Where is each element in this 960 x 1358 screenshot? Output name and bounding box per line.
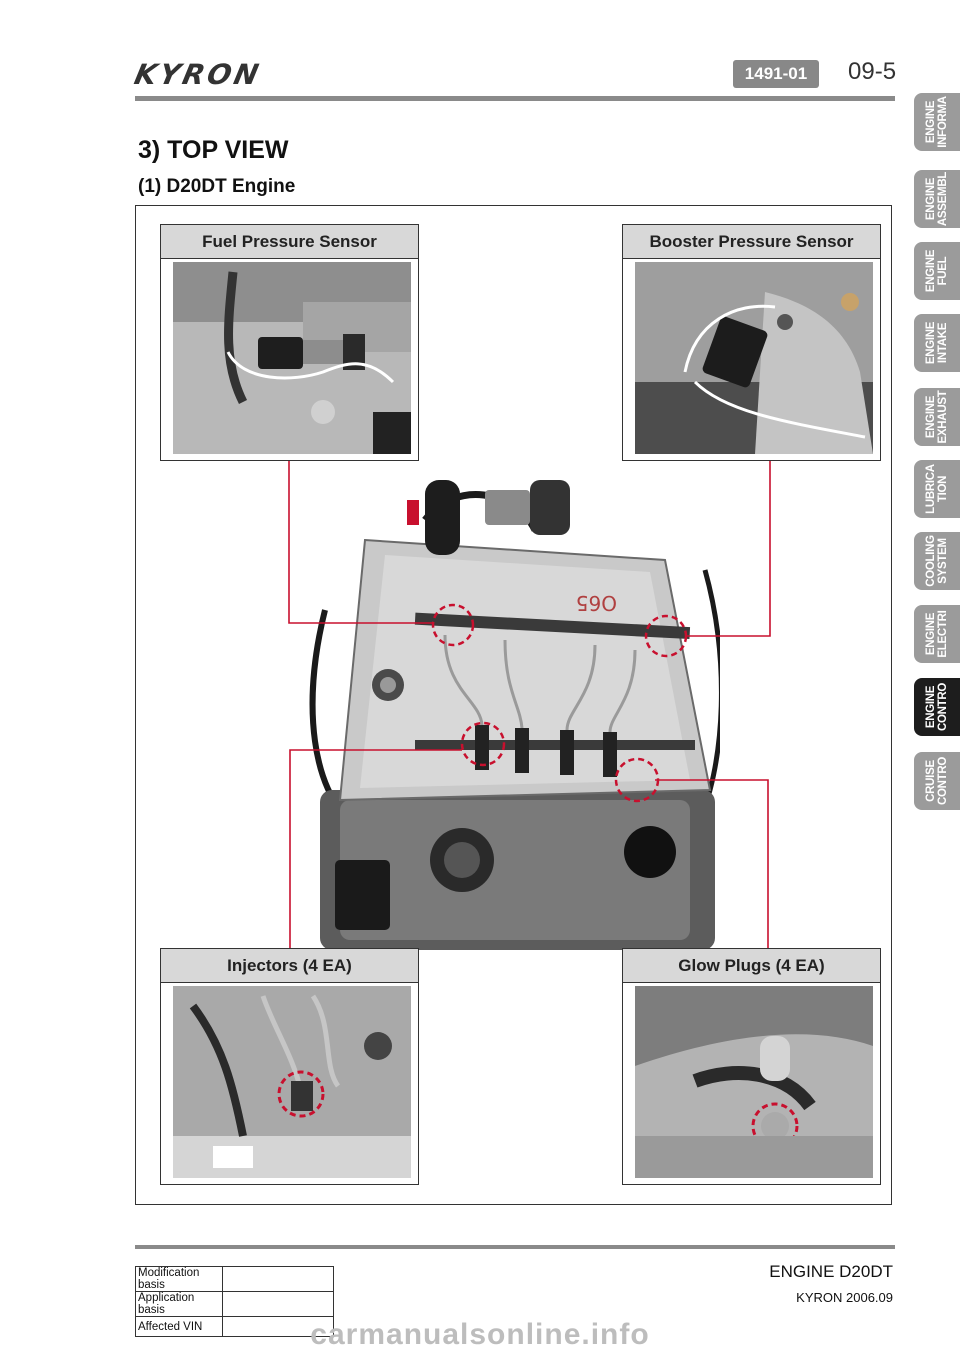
- footer-divider: [135, 1245, 895, 1249]
- tab-label: ENGINE INTAKE: [925, 321, 949, 365]
- tab-label: LUBRICA TION: [925, 464, 949, 514]
- header-divider: [135, 96, 895, 101]
- tab-label: ENGINE INFORMA: [925, 96, 949, 148]
- tab-engine-fuel[interactable]: ENGINE FUEL: [914, 242, 960, 300]
- engine-top-view-photo: O65: [305, 460, 720, 960]
- table-row: Modification basis: [135, 1266, 334, 1292]
- table-value: [222, 1266, 334, 1292]
- footer-title: ENGINE D20DT: [769, 1262, 893, 1281]
- callout-glow-plugs: Glow Plugs (4 EA): [622, 948, 881, 1185]
- callout-caption: Glow Plugs (4 EA): [623, 949, 880, 983]
- kyron-logo: KYRON: [131, 58, 265, 91]
- table-label: Affected VIN: [135, 1316, 223, 1337]
- table-value: [222, 1316, 334, 1337]
- tab-engine-information[interactable]: ENGINE INFORMA: [914, 93, 960, 151]
- tab-cooling-system[interactable]: COOLING SYSTEM: [914, 532, 960, 590]
- glow-plugs-photo: [635, 986, 873, 1178]
- booster-pressure-sensor-photo: [635, 262, 873, 454]
- callout-caption: Booster Pressure Sensor: [623, 225, 880, 259]
- tab-engine-intake[interactable]: ENGINE INTAKE: [914, 314, 960, 372]
- tab-lubrication[interactable]: LUBRICA TION: [914, 460, 960, 518]
- callout-caption: Fuel Pressure Sensor: [161, 225, 418, 259]
- figure-frame: [135, 205, 892, 1205]
- tab-engine-control[interactable]: ENGINE CONTRO: [914, 678, 960, 736]
- engine-marking: O65: [576, 591, 617, 615]
- callout-booster-pressure-sensor: Booster Pressure Sensor: [622, 224, 881, 461]
- watermark: carmanualsonline.info: [310, 1318, 650, 1351]
- injectors-photo: [173, 986, 411, 1178]
- tab-cruise-control[interactable]: CRUISE CONTRO: [914, 752, 960, 810]
- table-row: Application basis: [135, 1291, 334, 1317]
- table-value: [222, 1291, 334, 1317]
- tab-label: ENGINE ASSEMBL: [925, 171, 949, 227]
- tab-engine-assembly[interactable]: ENGINE ASSEMBL: [914, 170, 960, 228]
- tab-label: ENGINE ELECTRI: [925, 610, 949, 658]
- callout-fuel-pressure-sensor: Fuel Pressure Sensor: [160, 224, 419, 461]
- section-title: 3) TOP VIEW: [138, 136, 289, 164]
- callout-injectors: Injectors (4 EA): [160, 948, 419, 1185]
- tab-label: ENGINE FUEL: [925, 249, 949, 293]
- table-row: Affected VIN: [135, 1316, 334, 1337]
- modification-table: Modification basis Application basis Aff…: [135, 1266, 334, 1337]
- callout-caption: Injectors (4 EA): [161, 949, 418, 983]
- footer-subtitle: KYRON 2006.09: [796, 1290, 893, 1305]
- table-label: Modification basis: [135, 1266, 223, 1292]
- page-number: 09-5: [848, 58, 897, 85]
- tab-engine-electrical[interactable]: ENGINE ELECTRI: [914, 605, 960, 663]
- table-label: Application basis: [135, 1291, 223, 1317]
- section-code-badge: 1491-01: [733, 60, 819, 88]
- tab-label: ENGINE CONTRO: [925, 682, 949, 732]
- subsection-title: (1) D20DT Engine: [138, 176, 296, 197]
- tab-label: ENGINE EXHAUST: [925, 390, 949, 444]
- tab-label: CRUISE CONTRO: [925, 756, 949, 806]
- tab-label: COOLING SYSTEM: [925, 535, 949, 587]
- tab-engine-exhaust[interactable]: ENGINE EXHAUST: [914, 388, 960, 446]
- fuel-pressure-sensor-photo: [173, 262, 411, 454]
